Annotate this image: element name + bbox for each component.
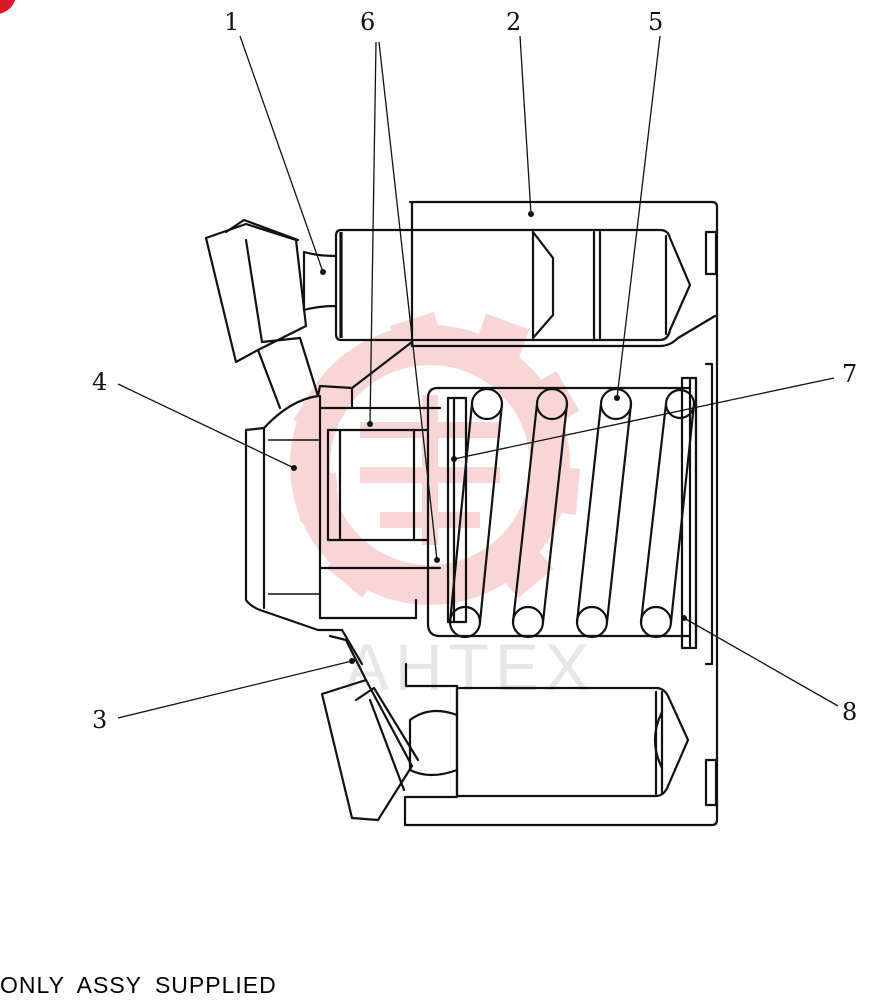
callout-7: 7 xyxy=(842,360,857,388)
corner-badge xyxy=(0,0,16,14)
callout-6: 6 xyxy=(360,8,375,36)
upper-piston xyxy=(204,218,692,410)
watermark-text: AHTEX xyxy=(345,630,595,704)
leader-lines xyxy=(117,35,839,719)
callout-2: 2 xyxy=(506,8,521,36)
housing-body xyxy=(403,200,719,827)
spring-chamber xyxy=(426,362,714,666)
callout-5: 5 xyxy=(648,8,663,36)
callout-4: 4 xyxy=(92,368,107,396)
callout-8: 8 xyxy=(842,698,857,726)
callout-3: 3 xyxy=(92,706,107,734)
swash-holder xyxy=(244,340,442,666)
supply-note: ONLY ASSY SUPPLIED xyxy=(0,972,277,998)
lower-piston xyxy=(320,634,690,822)
callout-1: 1 xyxy=(224,8,239,36)
